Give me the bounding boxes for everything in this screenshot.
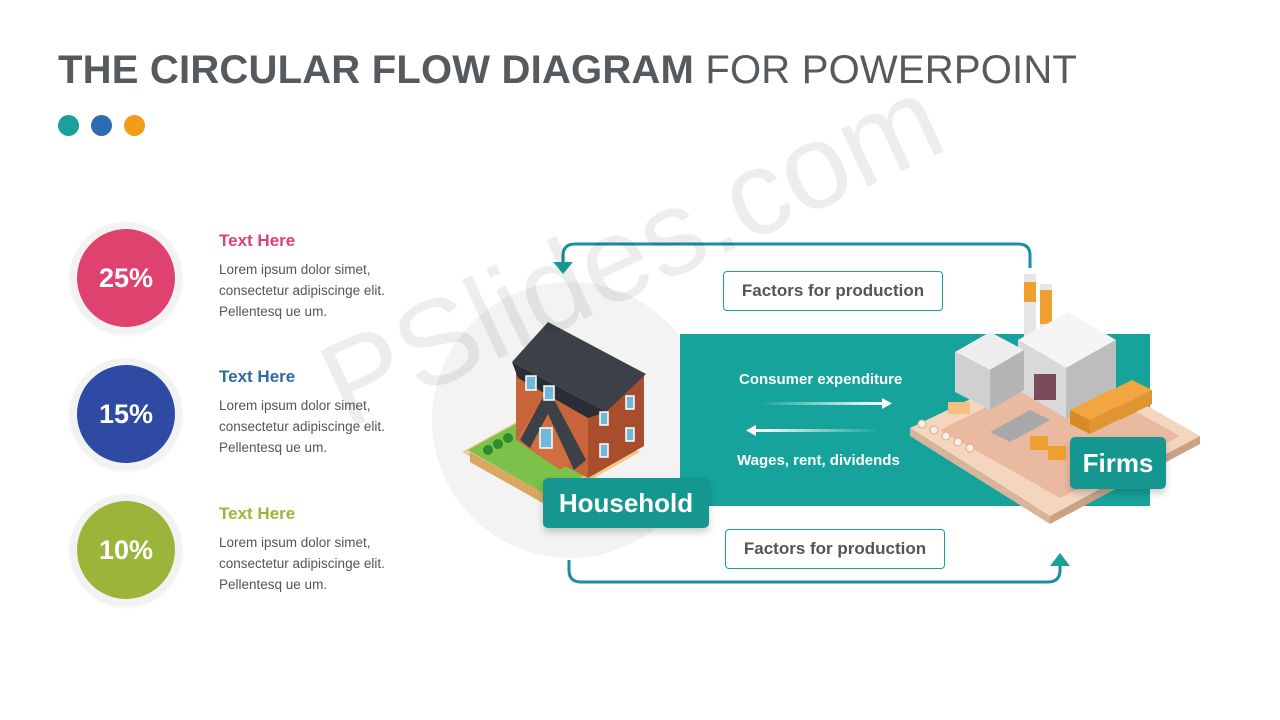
bottom-label-box: Factors for production [725,529,945,569]
stat-body-line: Pellentesq ue um. [219,577,328,592]
stat-circle-1: 25% [70,222,182,334]
stat-heading-2: Text Here [219,367,296,386]
house-icon [462,322,646,506]
stat-heading-3: Text Here [219,504,296,523]
stat-percent-3: 10% [77,501,175,599]
stat-body-line: Lorem ipsum dolor simet, [219,535,371,550]
stat-body-line: consectetur adipiscinge elit. [219,283,385,298]
stat-body-line: consectetur adipiscinge elit. [219,556,385,571]
stat-body-1: Lorem ipsum dolor simet, consectetur adi… [219,259,449,322]
right-arrow-icon [758,398,892,409]
stat-body-line: Lorem ipsum dolor simet, [219,262,371,277]
stat-body-line: Lorem ipsum dolor simet, [219,398,371,413]
top-flow-arrow [553,242,1032,274]
title-rest: FOR POWERPOINT [694,48,1078,92]
wages-label: Wages, rent, dividends [737,452,900,469]
dot-blue [91,115,112,136]
bottom-flow-arrow [567,553,1070,584]
stat-body-2: Lorem ipsum dolor simet, consectetur adi… [219,395,449,458]
top-label-box: Factors for production [723,271,943,311]
stat-body-line: consectetur adipiscinge elit. [219,419,385,434]
title-bold: THE CIRCULAR FLOW DIAGRAM [58,48,695,92]
stat-text-1: Text Here Lorem ipsum dolor simet, conse… [219,231,449,322]
stat-body-line: Pellentesq ue um. [219,440,328,455]
stat-body-3: Lorem ipsum dolor simet, consectetur adi… [219,532,449,595]
left-arrow-icon [746,425,880,436]
dot-orange [124,115,145,136]
stat-text-3: Text Here Lorem ipsum dolor simet, conse… [219,504,449,595]
stat-percent-1: 25% [77,229,175,327]
page-title: THE CIRCULAR FLOW DIAGRAM FOR POWERPOINT [58,48,1077,93]
stat-body-line: Pellentesq ue um. [219,304,328,319]
stat-circle-3: 10% [70,494,182,606]
stat-circle-2: 15% [70,358,182,470]
stat-percent-2: 15% [77,365,175,463]
stat-heading-1: Text Here [219,231,296,250]
stat-text-2: Text Here Lorem ipsum dolor simet, conse… [219,367,449,458]
consumer-expenditure-label: Consumer expenditure [739,371,903,388]
firms-tag: Firms [1070,437,1166,489]
dot-teal [58,115,79,136]
household-tag: Household [543,478,709,528]
title-dots [58,115,145,136]
